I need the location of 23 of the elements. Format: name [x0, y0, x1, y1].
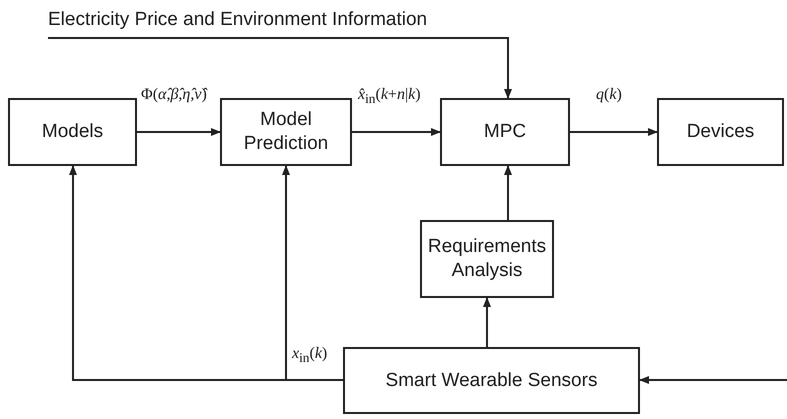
- process-box: [420, 220, 554, 298]
- edge-label: q(k): [595, 86, 623, 104]
- arrow: [282, 165, 343, 381]
- process-box: [440, 98, 570, 166]
- box-label: Models: [42, 120, 104, 144]
- arrow: [639, 376, 787, 384]
- box-label: MPC: [484, 120, 526, 144]
- arrow: [570, 128, 658, 136]
- process-box: [343, 347, 640, 414]
- process-box: [8, 98, 137, 166]
- input-label: Electricity Price and Environment Information: [48, 8, 428, 32]
- process-box: [220, 98, 352, 166]
- box-label: Requirements Analysis: [426, 235, 548, 283]
- arrow: [352, 128, 441, 136]
- edge-label: Φ(α̂,β̂,η̂,ν̂): [140, 86, 208, 104]
- arrow: [137, 128, 221, 136]
- arrow: [504, 165, 512, 220]
- box-label: Smart Wearable Sensors: [386, 368, 598, 392]
- box-label: Model Prediction: [242, 108, 330, 156]
- process-box: [657, 98, 784, 166]
- box-label: Devices: [686, 120, 754, 144]
- arrow: [47, 37, 512, 99]
- arrow: [483, 297, 491, 347]
